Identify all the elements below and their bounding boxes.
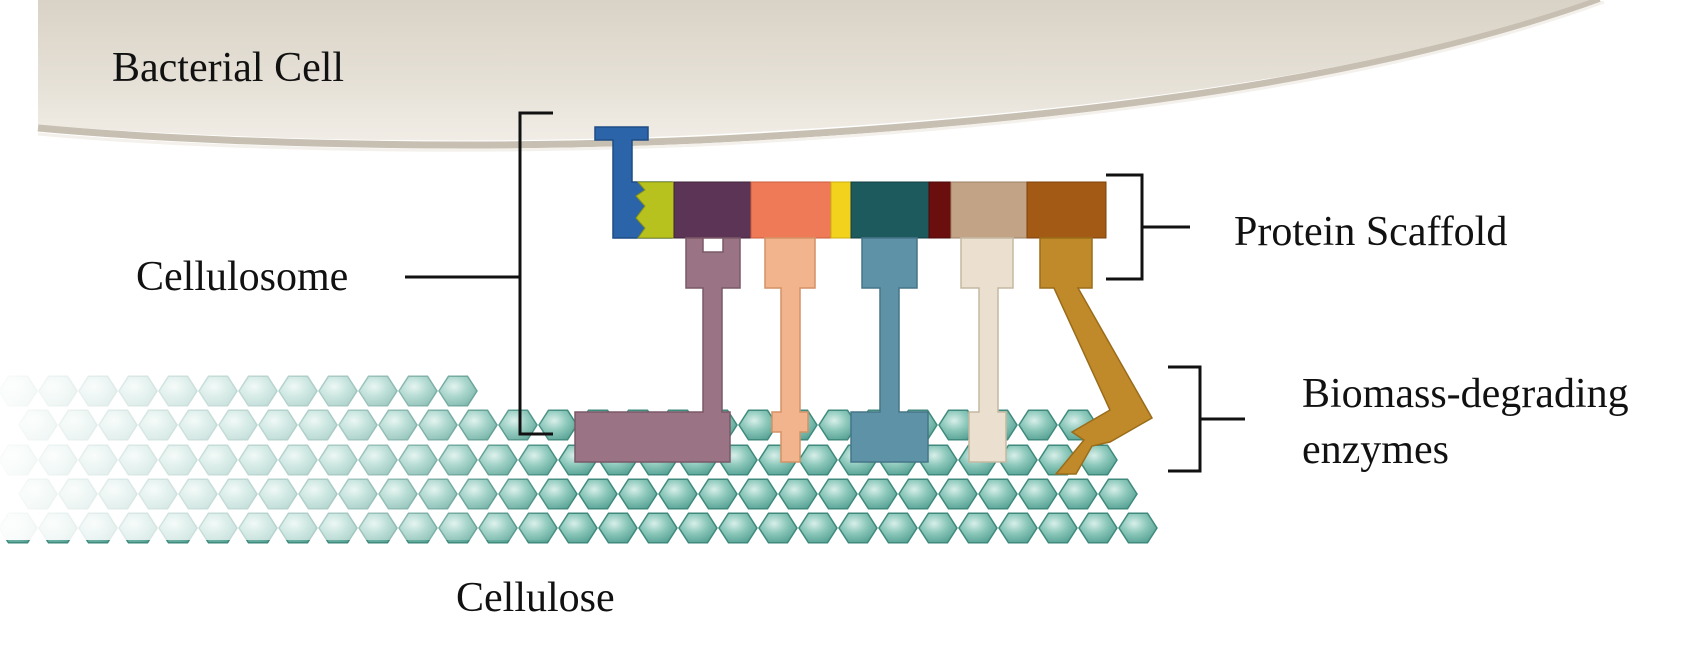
enzyme-mauve [574,237,741,463]
scaffold-module-purple [673,181,752,239]
enzyme-blue [850,237,929,463]
enzyme-gold [1039,237,1154,475]
enzymes-bracket [1168,365,1245,473]
enzymes-label: Biomass-degrading enzymes [1302,366,1629,478]
enzymes-label-line1: Biomass-degrading [1302,371,1629,417]
cellulose-label: Cellulose [456,575,615,621]
cell-body [38,0,1595,141]
scaffold-module-teal [850,181,930,239]
bacterial-cell-label: Bacterial Cell [112,45,345,91]
enzymes-label-line2: enzymes [1302,427,1449,473]
scaffold-module-coral [750,181,832,239]
scaffold-module-brown [1026,181,1107,239]
enzyme-cream [960,237,1014,463]
bacterial-cell [37,0,1605,152]
cell-membrane-edge [37,0,1602,149]
scaffold-module-tan [950,181,1028,239]
cellulosome-label: Cellulosome [136,254,349,300]
cellulose-fade-overlay [0,370,1692,540]
enzymes [574,237,1154,475]
protein-scaffold [635,181,1107,239]
protein-scaffold-label: Protein Scaffold [1234,209,1508,255]
scaffold-bracket [1106,173,1190,281]
enzyme-peach [764,237,816,463]
scaffold-module-yellow [830,181,852,239]
cellulosome-bracket [405,111,553,436]
cell-membrane-highlight [37,0,1605,152]
scaffold-module-maroon [928,181,952,239]
